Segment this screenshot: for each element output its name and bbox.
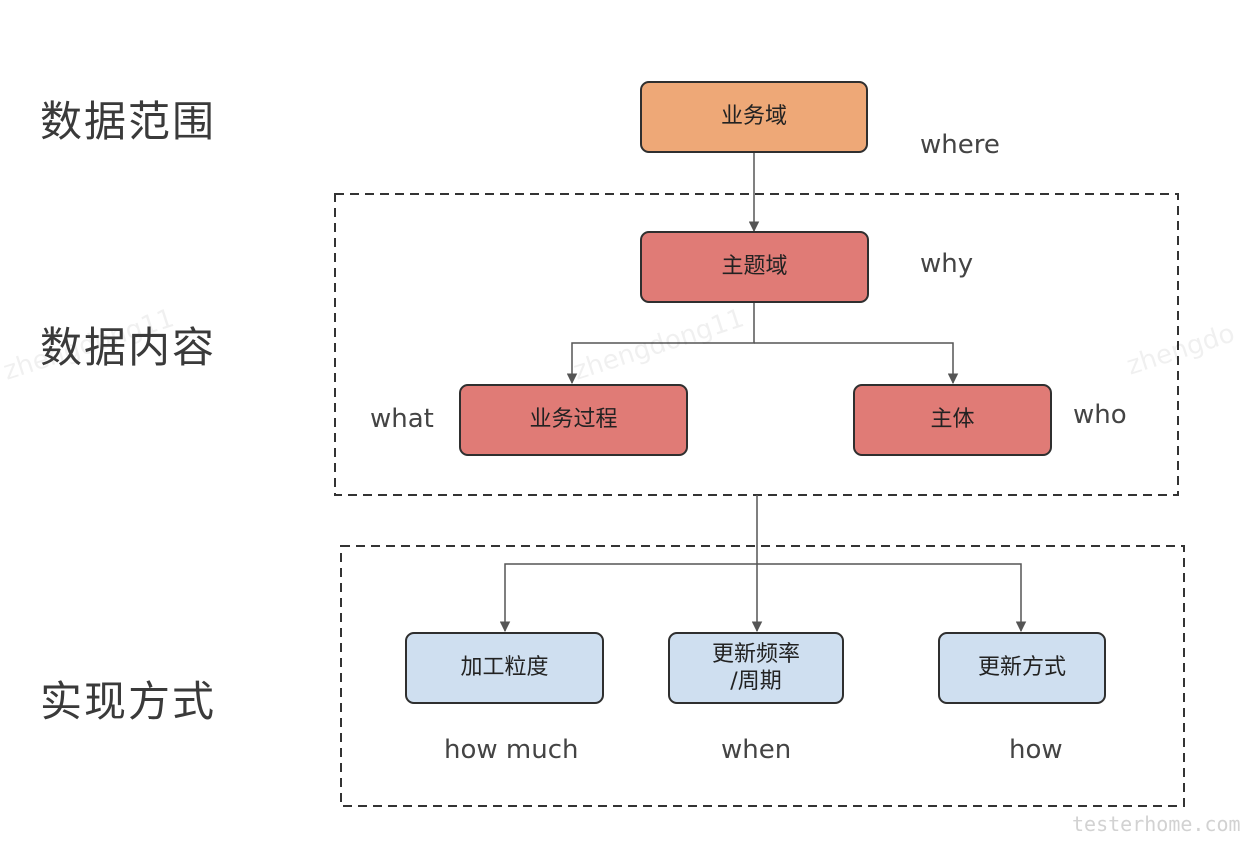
node-subject-domain: 主题域 <box>640 231 869 303</box>
arrow-subject-to-process <box>566 302 755 385</box>
arrow-to-update-method <box>757 563 1027 633</box>
implementation-group-frame <box>340 545 1185 807</box>
site-watermark: testerhome.com <box>1072 812 1241 836</box>
node-update-frequency: 更新频率 /周期 <box>668 632 844 704</box>
node-label: 更新方式 <box>977 655 1066 681</box>
node-business-domain: 业务域 <box>640 81 868 153</box>
note-how-much: how much <box>444 735 579 765</box>
node-label: 主题域 <box>721 254 788 280</box>
note-how: how <box>1009 735 1063 765</box>
node-business-process: 业务过程 <box>459 384 688 456</box>
node-entity: 主体 <box>853 384 1052 456</box>
node-label: 业务域 <box>720 104 787 130</box>
node-update-method: 更新方式 <box>938 632 1106 704</box>
node-label-line2: /周期 <box>730 669 782 694</box>
row-label-implementation: 实现方式 <box>40 677 217 726</box>
node-label: 加工粒度 <box>460 655 549 681</box>
note-where: where <box>920 130 1000 160</box>
arrow-subject-to-entity <box>754 342 959 385</box>
note-who: who <box>1073 400 1127 430</box>
note-why: why <box>920 249 974 279</box>
node-label-line1: 更新频率 <box>711 641 800 667</box>
row-label-scope: 数据范围 <box>40 97 217 146</box>
note-when: when <box>721 735 792 765</box>
node-label: 主体 <box>930 407 975 433</box>
node-label: 业务过程 <box>529 407 618 433</box>
arrow-to-granularity <box>499 563 757 633</box>
node-granularity: 加工粒度 <box>405 632 604 704</box>
row-label-content: 数据内容 <box>40 323 217 372</box>
note-what: what <box>370 404 434 434</box>
